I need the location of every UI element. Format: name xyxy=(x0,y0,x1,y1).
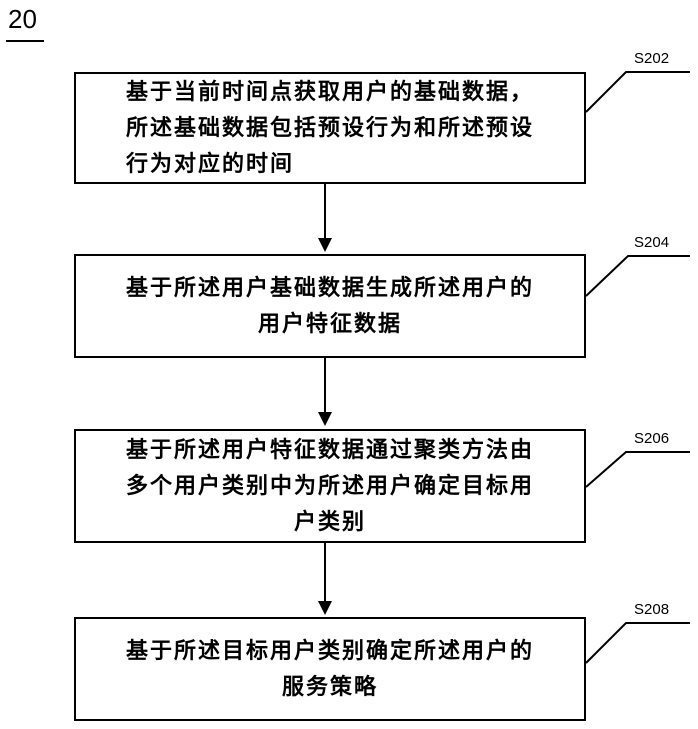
step-text-s202: 基于当前时间点获取用户的基础数据， 所述基础数据包括预设行为和所述预设 行为对应… xyxy=(125,79,534,177)
step-box-s204: 基于所述用户基础数据生成所述用户的 用户特征数据 xyxy=(74,254,586,358)
figure-number-underline xyxy=(6,40,44,42)
step-text-s204: 基于所述用户基础数据生成所述用户的 用户特征数据 xyxy=(125,275,534,337)
step-box-s206: 基于所述用户特征数据通过聚类方法由 多个用户类别中为所述用户确定目标用 户类别 xyxy=(74,429,586,543)
arrow-1-head xyxy=(318,238,332,252)
step-id-s206: S206 xyxy=(634,430,670,447)
step-text-s206: 基于所述用户特征数据通过聚类方法由 多个用户类别中为所述用户确定目标用 户类别 xyxy=(125,437,534,535)
figure-number: 20 xyxy=(8,4,37,34)
arrow-3-head xyxy=(318,601,332,615)
step-box-s202: 基于当前时间点获取用户的基础数据， 所述基础数据包括预设行为和所述预设 行为对应… xyxy=(74,72,586,184)
step-id-s208: S208 xyxy=(634,601,670,618)
step-id-s202: S202 xyxy=(634,50,670,67)
arrow-2-head xyxy=(318,412,332,426)
leader-s206 xyxy=(585,451,690,488)
step-text-s208: 基于所述目标用户类别确定所述用户的 服务策略 xyxy=(125,638,534,700)
leader-s208 xyxy=(585,622,690,664)
leader-s202 xyxy=(585,71,690,113)
step-id-s204: S204 xyxy=(634,234,670,251)
leader-s204 xyxy=(585,255,690,297)
step-box-s208: 基于所述目标用户类别确定所述用户的 服务策略 xyxy=(74,617,586,721)
